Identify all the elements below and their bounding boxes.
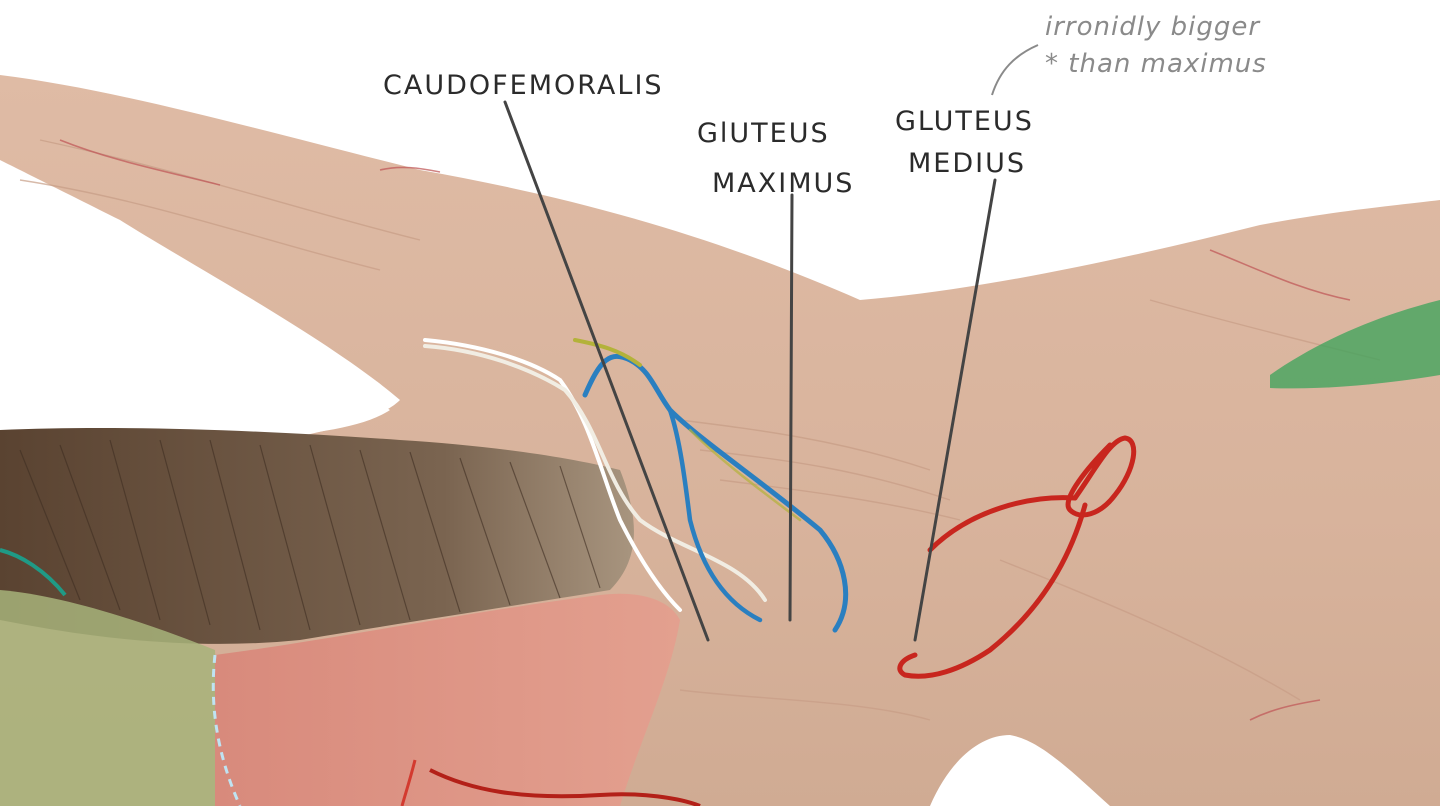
gluteus-maximus-label-line2: MAXIMUS (712, 168, 854, 199)
teal-wire (0, 548, 67, 597)
red-wire (897, 435, 1137, 679)
pink-patch (215, 593, 680, 806)
caudofemoralis-label: CAUDOFEMORALIS (383, 70, 664, 101)
green-patch-left (0, 590, 220, 806)
gluteus-maximus-pointer (788, 193, 794, 622)
caudofemoralis-pointer (503, 100, 710, 642)
white-wire (423, 338, 767, 612)
gluteus-medius-label-line1: GLUTEUS (895, 106, 1034, 137)
dashed-boundary (211, 654, 242, 806)
red-wire-bottom-2 (400, 759, 417, 806)
note-arrow (991, 44, 1039, 96)
blue-wire (573, 338, 849, 633)
green-patch-right (1270, 300, 1440, 389)
handwritten-note-line2: * than maximus (1045, 49, 1267, 79)
bottom-notch (930, 735, 1110, 806)
gluteus-maximus-label-line1: GlUTEUS (697, 118, 830, 149)
fur-strands (19, 439, 601, 631)
gluteus-medius-pointer (913, 178, 997, 642)
gluteus-medius-label-line2: MEDIUS (908, 148, 1026, 179)
background-notch (0, 175, 390, 440)
red-wire-bottom (429, 768, 701, 806)
fur-region (0, 428, 634, 644)
blood-vessels (59, 139, 1351, 721)
handwritten-note-line1: irronidly bigger (1045, 12, 1261, 42)
pointer-needles (503, 100, 997, 642)
